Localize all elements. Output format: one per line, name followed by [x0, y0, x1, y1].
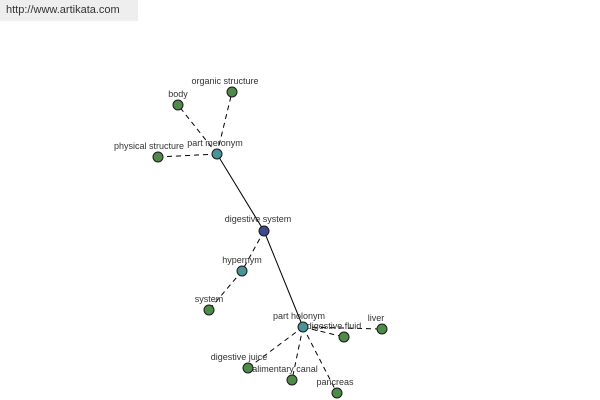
node-label-system: system	[195, 294, 224, 304]
edge-ph-fluid	[302, 326, 345, 338]
edge-root-pm	[216, 153, 265, 232]
labels-layer: digestive system part meronym hypernym part…	[114, 76, 384, 387]
node-root[interactable]	[258, 225, 270, 237]
node-body[interactable]	[172, 99, 184, 111]
node-pancreas[interactable]	[331, 387, 343, 399]
node-system[interactable]	[203, 304, 215, 316]
node-label-liver: liver	[368, 313, 385, 323]
node-label-physical: physical structure	[114, 141, 184, 151]
node-label-juice: digestive juice	[211, 352, 268, 362]
node-liver[interactable]	[376, 323, 388, 335]
node-fluid[interactable]	[338, 331, 350, 343]
edge-ph-juice	[247, 326, 304, 369]
node-label-fluid: digestive fluid	[307, 321, 362, 331]
edge-pm-body	[177, 104, 218, 155]
node-organic[interactable]	[226, 86, 238, 98]
site-url-banner[interactable]: http://www.artikata.com	[0, 0, 138, 21]
edge-pm-organic	[216, 91, 233, 155]
node-label-organic: organic structure	[191, 76, 258, 86]
node-label-pm: part meronym	[187, 138, 243, 148]
node-label-body: body	[168, 89, 188, 99]
node-label-pancreas: pancreas	[316, 377, 354, 387]
nodes-layer	[152, 86, 388, 399]
edge-ph-liver	[302, 326, 383, 330]
node-label-ph: part holonym	[273, 311, 325, 321]
node-juice[interactable]	[242, 362, 254, 374]
edge-ph-canal	[291, 326, 304, 381]
node-label-canal: alimentary canal	[252, 364, 318, 374]
node-canal[interactable]	[286, 374, 298, 386]
edge-ph-pancreas	[302, 326, 338, 394]
node-label-root: digestive system	[225, 214, 292, 224]
edge-pm-physical	[157, 153, 218, 158]
node-physical[interactable]	[152, 151, 164, 163]
edges-layer	[157, 91, 383, 394]
edge-root-ph	[263, 230, 304, 328]
node-hyp[interactable]	[236, 265, 248, 277]
edge-hyp-system	[208, 270, 243, 311]
node-label-hyp: hypernym	[222, 255, 262, 265]
node-pm[interactable]	[211, 148, 223, 160]
edge-root-hyp	[241, 230, 265, 272]
node-ph[interactable]	[297, 321, 309, 333]
